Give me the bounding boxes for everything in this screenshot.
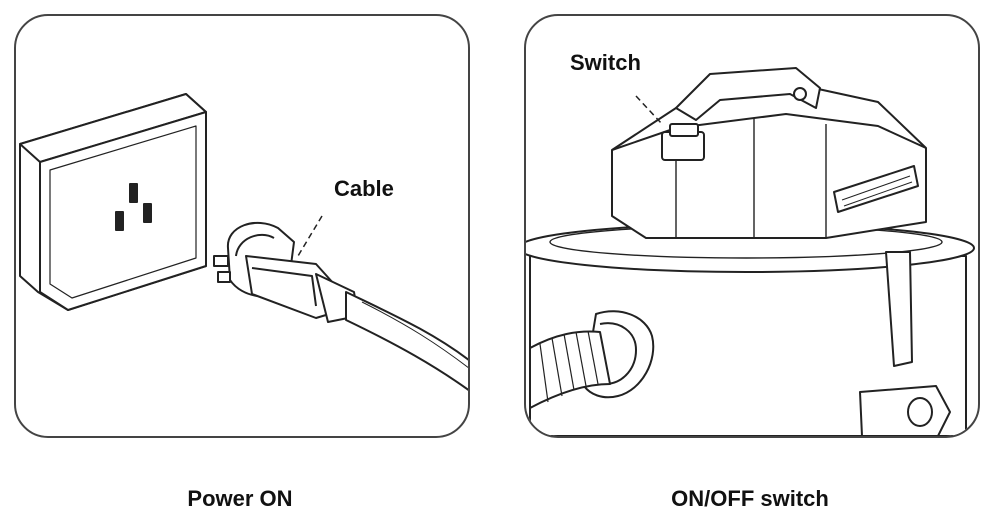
socket-pin-right — [143, 203, 152, 223]
motor-vents — [833, 165, 919, 213]
onoff-switch-caption: ON/OFF switch — [671, 486, 829, 511]
carry-handle — [675, 67, 821, 121]
socket-pin-top — [129, 183, 138, 203]
caster-wheel — [859, 385, 951, 436]
switch-label: Switch — [570, 50, 641, 75]
cable-label: Cable — [334, 176, 394, 201]
switch-leader-line — [635, 95, 663, 125]
socket-cable-illustration — [19, 93, 468, 391]
onoff-switch-panel: Switch — [524, 14, 980, 438]
cable-leader-line — [297, 215, 323, 257]
drum-latch — [885, 251, 913, 367]
vacuum-illustration — [526, 67, 975, 436]
socket-pin-left — [115, 211, 124, 231]
motor-head — [611, 81, 927, 239]
power-on-caption: Power ON — [187, 486, 293, 511]
power-on-panel: Cable — [14, 14, 470, 438]
power-cable — [345, 291, 468, 391]
